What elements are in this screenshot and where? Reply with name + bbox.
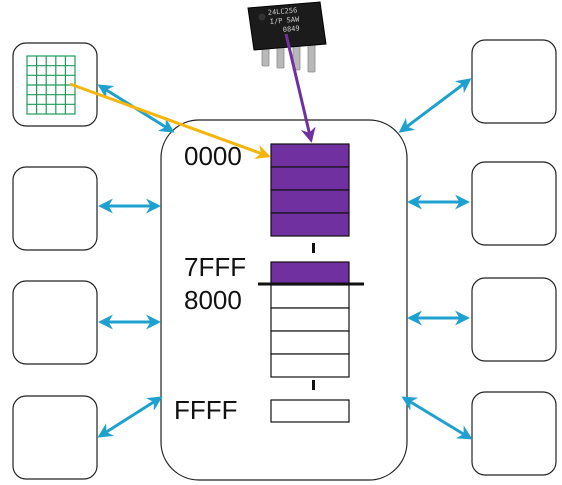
chip-to-memory-arrow — [284, 33, 316, 143]
memory-block-filled-group — [270, 143, 350, 237]
address-label-ffff: FFFF — [174, 395, 238, 425]
peripheral-box-left-4 — [12, 395, 98, 480]
memory-block-filled — [270, 143, 350, 168]
peripheral-box-left-2 — [12, 166, 98, 251]
bidirectional-arrow-left-4 — [97, 396, 163, 438]
memory-block-filled — [270, 212, 350, 237]
chip-marking-2: I/P SAW — [269, 15, 300, 26]
memory-block-filled — [270, 261, 350, 285]
bidirectional-arrow-right-4 — [401, 396, 473, 440]
eeprom-chip-icon: 24LC256 I/P SAW 0849 — [247, 1, 327, 73]
ellipsis-mark — [312, 243, 315, 253]
bidirectional-arrow-right-1 — [398, 78, 472, 133]
peripheral-box-right-4 — [471, 391, 557, 476]
memory-block-filled — [270, 189, 350, 214]
memory-block-empty — [270, 284, 350, 309]
peripheral-box-right-1 — [471, 39, 557, 124]
address-label-0000: 0000 — [184, 141, 242, 171]
chip-marking-1: 24LC256 — [267, 6, 297, 17]
ellipsis-mark — [312, 380, 315, 390]
memory-block-empty-group — [270, 284, 350, 378]
chip-marking-3: 0849 — [282, 25, 299, 34]
address-label-8000: 8000 — [184, 285, 242, 315]
grid-icon — [26, 55, 76, 115]
memory-block-filled — [270, 166, 350, 191]
memory-block-empty — [270, 330, 350, 355]
grid-to-memory-arrow — [69, 82, 271, 159]
peripheral-box-left-3 — [12, 280, 98, 365]
address-label-7fff: 7FFF — [184, 252, 246, 282]
peripheral-box-right-3 — [471, 277, 557, 362]
peripheral-box-right-2 — [471, 161, 557, 246]
memory-block-empty — [270, 399, 350, 423]
memory-block-empty — [270, 307, 350, 332]
memory-block-empty — [270, 353, 350, 378]
